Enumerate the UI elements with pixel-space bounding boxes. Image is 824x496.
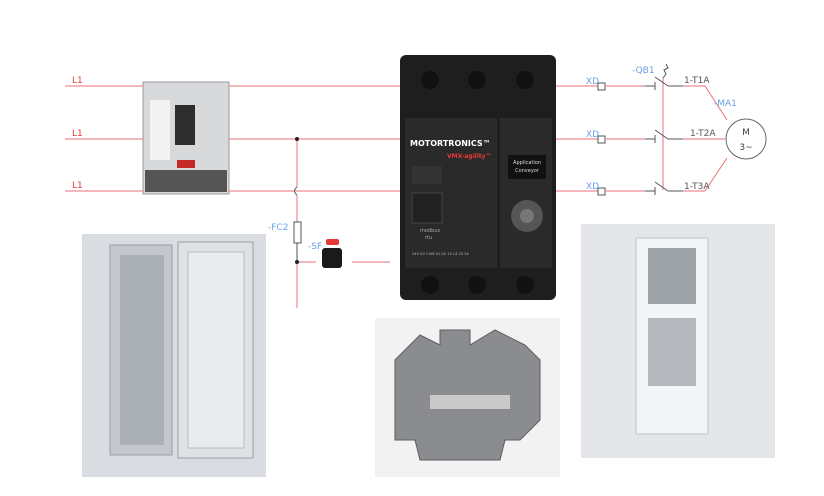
- terminal-label: XD: [586, 182, 599, 192]
- wires-right: [556, 78, 728, 192]
- junction-dot: [295, 260, 299, 264]
- motor-label: -MA1: [714, 99, 737, 109]
- fuse-symbol: [293, 221, 302, 244]
- breaker-contacts: [597, 63, 683, 196]
- display-line1: Application: [513, 160, 541, 166]
- terminal-block-photo: [375, 318, 560, 477]
- wires-left: [65, 85, 400, 308]
- circuit-breaker-photo: [142, 81, 230, 195]
- soft-starter-device: [400, 55, 556, 300]
- junction-dot: [295, 137, 299, 141]
- terminal-label: XD: [586, 130, 599, 140]
- port-label: modbus: [420, 228, 440, 234]
- wire-label: 1-T1A: [684, 76, 710, 86]
- device-brand: MOTORTRONICS™: [410, 139, 491, 148]
- cooling-unit-photo: [581, 224, 775, 458]
- wire-label: 1-T3A: [684, 182, 710, 192]
- terminal-label: XD: [586, 77, 599, 87]
- terminal-strip-label: 24V 0V COM 01 02 13 14 23 24: [412, 252, 470, 256]
- line-label: L1: [72, 129, 83, 139]
- motor-symbol: [725, 118, 767, 160]
- motor-symbol-text: M: [742, 128, 750, 138]
- wire-crossover: [294, 186, 298, 196]
- device-model: VMX-agility™: [447, 153, 492, 160]
- fuse-label: -FC2: [268, 223, 288, 233]
- port-label-2: rtu: [425, 235, 432, 241]
- breaker-label: -QB1: [632, 66, 655, 76]
- cabinet-photo: [82, 234, 266, 477]
- motor-phase-text: 3~: [739, 143, 752, 153]
- display-line2: Conveyor: [515, 168, 540, 174]
- pushbutton-photo: [322, 239, 342, 268]
- wire-label: 1-T2A: [690, 129, 716, 139]
- line-label: L1: [72, 76, 83, 86]
- line-label: L1: [72, 181, 83, 191]
- button-label: -SF: [308, 242, 322, 252]
